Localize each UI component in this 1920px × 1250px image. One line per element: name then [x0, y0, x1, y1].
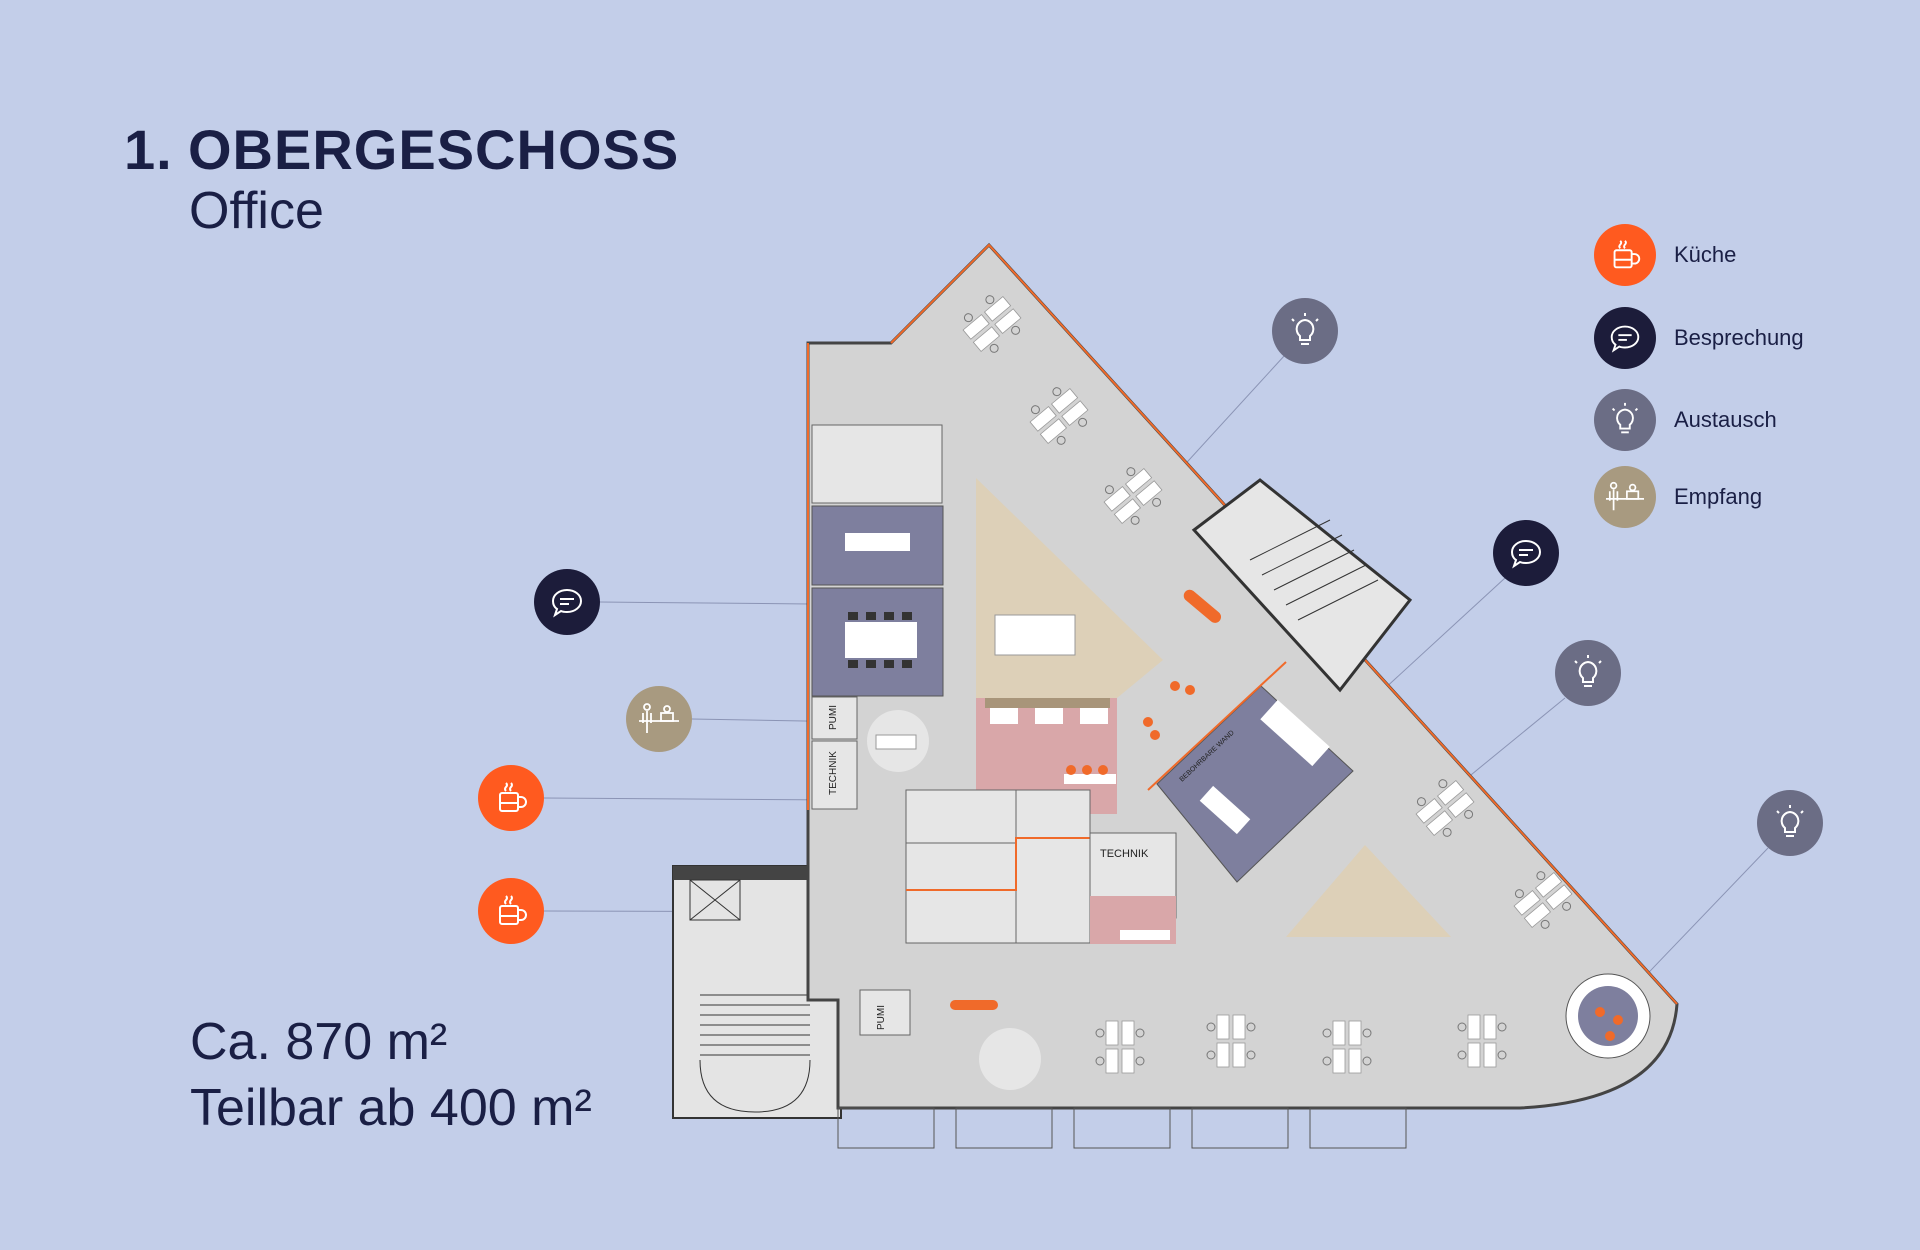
pumi-label-2: PUMI: [876, 1005, 887, 1030]
lightbulb-icon: [1291, 313, 1319, 345]
speech-bubble-icon: [551, 588, 583, 618]
legend-meeting: Besprechung: [1594, 307, 1804, 369]
reception-icon: [639, 703, 679, 733]
exchange-zone: [1286, 845, 1451, 937]
coffee-cup-icon: [499, 895, 527, 925]
speech-bubble-icon: [1510, 539, 1542, 569]
reception-icon: [1594, 466, 1656, 528]
coffee-cup-icon: [1594, 224, 1656, 286]
exchange-marker-2[interactable]: [1555, 640, 1621, 706]
technik-label: TECHNIK: [1100, 848, 1149, 860]
stair-core: [1191, 478, 1413, 693]
usage-subtitle: Office: [189, 182, 324, 240]
kitchen-marker[interactable]: [478, 765, 544, 831]
technik-label-2: TECHNIK: [828, 751, 839, 795]
meeting-marker-2[interactable]: [1493, 520, 1559, 586]
area-total: Ca. 870 m²: [190, 1013, 448, 1071]
lightbulb-icon: [1574, 655, 1602, 687]
kitchen-marker-2[interactable]: [478, 878, 544, 944]
reception-marker[interactable]: [626, 686, 692, 752]
legend-kitchen: Küche: [1594, 224, 1736, 286]
coffee-cup-icon: [499, 782, 527, 812]
exchange-marker-3[interactable]: [1757, 790, 1823, 856]
restrooms: [905, 789, 1091, 944]
legend-exchange: Austausch: [1594, 389, 1777, 451]
speech-bubble-icon: [1594, 307, 1656, 369]
lightbulb-icon: [1776, 805, 1804, 837]
lightbulb-icon: [1594, 389, 1656, 451]
pumi-label: PUMI: [828, 705, 839, 730]
page-title: 1.OBERGESCHOSS: [124, 118, 680, 181]
area-divisible: Teilbar ab 400 m²: [190, 1079, 592, 1137]
meeting-marker[interactable]: [534, 569, 600, 635]
exchange-marker[interactable]: [1272, 298, 1338, 364]
legend-reception: Empfang: [1594, 466, 1762, 528]
